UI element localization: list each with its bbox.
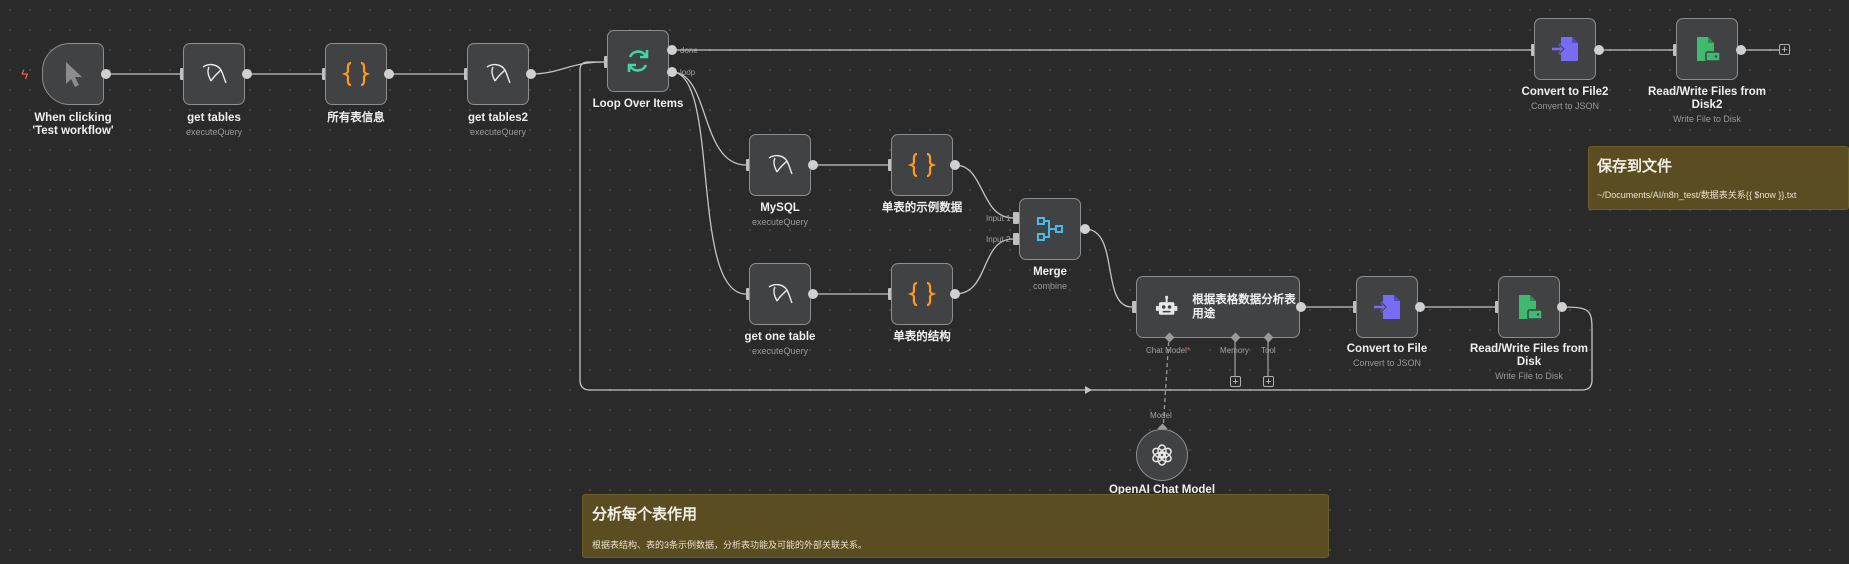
gettables-subtitle: executeQuery <box>185 127 243 137</box>
trigger-bolt-icon: ϟ <box>21 66 29 82</box>
file-disk-icon <box>1519 295 1543 320</box>
struct-title: 单表的结构 <box>893 331 951 343</box>
loop-done-label: done <box>680 46 698 55</box>
loop-title: Loop Over Items <box>592 98 684 110</box>
node-ai-agent[interactable]: 根据表格数据分析表用途 <box>1136 276 1300 338</box>
convert2-output-port[interactable] <box>1594 45 1604 55</box>
robot-icon <box>1155 295 1178 315</box>
gettables2-output-port[interactable] <box>526 69 536 79</box>
merge-output-port[interactable] <box>1080 224 1090 234</box>
agent-chat-model-label: Chat Model* <box>1146 346 1191 355</box>
edge-gettables2-loop <box>530 61 605 75</box>
gettables-output-port[interactable] <box>242 69 252 79</box>
sticky-save-body: ~/Documents/AI/n8n_test/数据表关系{{ $now }}.… <box>1597 190 1797 200</box>
node-convert-to-file2[interactable] <box>1534 18 1596 80</box>
merge-title: Merge <box>1033 266 1067 278</box>
add-tool-button[interactable]: + <box>1263 376 1274 388</box>
convert2-subtitle: Convert to JSON <box>1530 101 1600 111</box>
rw-title: Read/Write Files from Disk <box>1470 343 1589 368</box>
gettables2-title: get tables2 <box>467 112 529 124</box>
node-all-tables-info[interactable] <box>325 43 387 105</box>
edge-loop-mysql <box>671 71 747 166</box>
sample-output-port[interactable] <box>950 160 960 170</box>
agent-title: 根据表格数据分析表用途 <box>1192 294 1296 320</box>
convert-file-icon <box>1374 295 1400 319</box>
agent-output-port[interactable] <box>1296 302 1306 312</box>
rw-subtitle: Write File to Disk <box>1495 371 1563 381</box>
agent-input-port[interactable] <box>1132 301 1138 313</box>
node-rw-files[interactable] <box>1498 276 1560 338</box>
sticky-save-to-file[interactable]: 保存到文件 ~/Documents/AI/n8n_test/数据表关系{{ $n… <box>1588 146 1849 210</box>
sticky-analyze-body: 根据表结构、表的3条示例数据，分析表功能及可能的外部关联关系。 <box>592 540 868 550</box>
agent-memory-label: Memory <box>1220 346 1249 355</box>
struct-output-port[interactable] <box>950 289 960 299</box>
loop-refresh-icon <box>627 50 649 72</box>
add-memory-button[interactable]: + <box>1230 376 1241 388</box>
node-sample-data[interactable] <box>891 134 953 196</box>
node-merge[interactable] <box>1019 198 1081 260</box>
openai-model-label: Model <box>1150 411 1172 420</box>
mysql-dolphin-icon <box>768 154 793 175</box>
rw2-output-port[interactable] <box>1736 45 1746 55</box>
getone-output-port[interactable] <box>808 289 818 299</box>
mysql-title: MySQL <box>760 202 800 214</box>
allinfo-title: 所有表信息 <box>327 112 385 124</box>
convert-output-port[interactable] <box>1415 302 1425 312</box>
code-braces-icon <box>908 152 936 178</box>
trigger-output-port[interactable] <box>101 69 111 79</box>
sample-title: 单表的示例数据 <box>881 202 963 214</box>
merge-input1-label: Input 1 <box>986 214 1011 223</box>
mysql-subtitle: executeQuery <box>751 217 809 227</box>
gettables-title: get tables <box>187 112 241 124</box>
convert-title: Convert to File <box>1346 343 1428 355</box>
allinfo-output-port[interactable] <box>384 69 394 79</box>
merge-input2-port[interactable] <box>1013 233 1019 245</box>
sticky-save-title: 保存到文件 <box>1597 158 1673 175</box>
mysql-output-port[interactable] <box>808 160 818 170</box>
rw2-title: Read/Write Files from Disk2 <box>1648 86 1767 111</box>
arrow-loopback <box>1085 386 1092 394</box>
node-get-tables2[interactable] <box>467 43 529 105</box>
openai-title: OpenAI Chat Model <box>1108 484 1216 496</box>
getone-subtitle: executeQuery <box>751 346 809 356</box>
merge-input1-port[interactable] <box>1013 212 1019 224</box>
node-table-structure[interactable] <box>891 263 953 325</box>
merge-icon <box>1037 217 1063 241</box>
trigger-title: When clicking 'Test workflow' <box>32 112 114 137</box>
sticky-analyze-tables[interactable]: 分析每个表作用 根据表结构、表的3条示例数据，分析表功能及可能的外部关联关系。 <box>582 494 1329 558</box>
node-get-tables[interactable] <box>183 43 245 105</box>
rw-output-port[interactable] <box>1557 302 1567 312</box>
node-loop-over-items[interactable] <box>607 30 669 92</box>
mysql-dolphin-icon <box>768 283 793 304</box>
node-trigger[interactable] <box>42 43 104 105</box>
gettables2-subtitle: executeQuery <box>469 127 527 137</box>
convert-file-icon <box>1552 37 1578 61</box>
loop-done-port[interactable] <box>667 45 677 55</box>
node-mysql[interactable] <box>749 134 811 196</box>
merge-input2-label: Input 2 <box>986 235 1011 244</box>
openai-icon <box>1152 444 1172 466</box>
node-rw-files2[interactable] <box>1676 18 1738 80</box>
file-disk-icon <box>1697 37 1721 62</box>
convert2-title: Convert to File2 <box>1521 86 1609 98</box>
node-get-one-table[interactable] <box>749 263 811 325</box>
node-openai-chat-model[interactable] <box>1136 429 1188 481</box>
node-convert-to-file[interactable] <box>1356 276 1418 338</box>
add-node-after-rw2-button[interactable]: + <box>1779 44 1790 56</box>
mysql-dolphin-icon <box>486 63 511 84</box>
agent-tool-label: Tool <box>1261 346 1276 355</box>
cursor-icon <box>66 62 82 87</box>
rw2-subtitle: Write File to Disk <box>1673 114 1741 124</box>
getone-title: get one table <box>744 331 816 343</box>
sticky-analyze-title: 分析每个表作用 <box>592 506 698 523</box>
code-braces-icon <box>342 61 370 87</box>
mysql-dolphin-icon <box>202 63 227 84</box>
code-braces-icon <box>908 281 936 307</box>
loop-loop-label: loop <box>680 68 696 77</box>
loop-loop-port[interactable] <box>667 67 677 77</box>
convert-subtitle: Convert to JSON <box>1352 358 1422 368</box>
merge-subtitle: combine <box>1032 281 1068 291</box>
